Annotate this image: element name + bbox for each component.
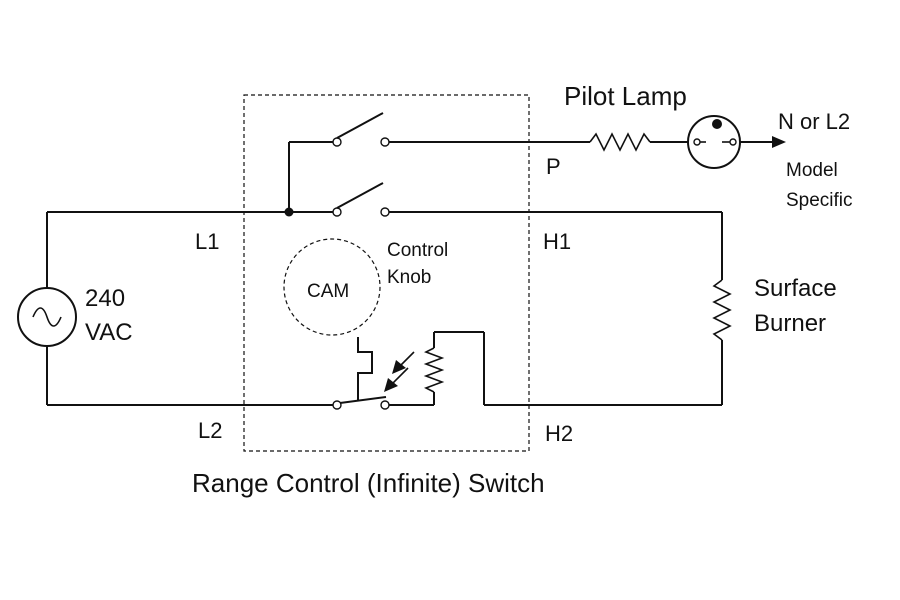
n-or-l2-label: N or L2: [778, 109, 850, 134]
heater-resistor: [423, 347, 445, 393]
switch-caption: Range Control (Infinite) Switch: [192, 468, 545, 498]
cam-circle: [283, 238, 381, 336]
vac-label: VAC: [85, 319, 133, 346]
sine-wave-icon: [32, 307, 62, 327]
burner-label: Burner: [754, 310, 826, 337]
h2-label: H2: [545, 421, 573, 446]
surface-label: Surface: [754, 275, 837, 302]
l1-label: L1: [195, 229, 219, 254]
control-label: Control: [387, 240, 448, 261]
cam-label: CAM: [307, 281, 349, 302]
h1-label: H1: [543, 229, 571, 254]
heat-arrows-icon: [384, 351, 415, 392]
l2-label: L2: [198, 418, 222, 443]
pilot-lamp: [687, 115, 741, 169]
p-label: P: [546, 154, 561, 179]
cycling-switch: [332, 396, 390, 410]
bimetal-strip: [357, 337, 373, 400]
switch-housing-outline: [243, 94, 530, 452]
voltage-value-label: 240: [85, 285, 125, 312]
pilot-switch: [332, 112, 390, 147]
ac-source: [17, 212, 77, 405]
surface-burner-resistor: [712, 279, 732, 341]
arrow-right-icon: [772, 136, 786, 148]
model-label: Model: [786, 160, 838, 181]
main-switch: [332, 182, 390, 217]
specific-label: Specific: [786, 190, 853, 211]
pilot-lamp-label: Pilot Lamp: [564, 81, 687, 111]
knob-label: Knob: [387, 267, 431, 288]
pilot-resistor: [589, 132, 651, 152]
